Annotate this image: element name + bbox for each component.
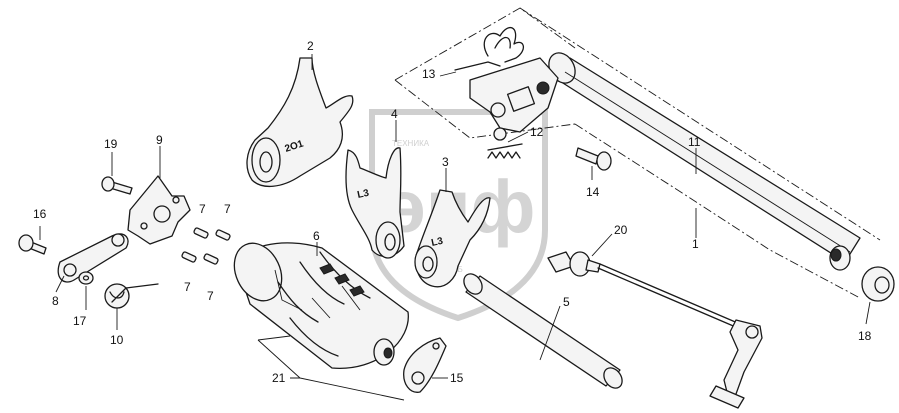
shift-fork-part-2: 2O1 bbox=[246, 57, 354, 187]
fork-shaft-part-5 bbox=[463, 273, 623, 389]
callout-7-b: 7 bbox=[224, 202, 231, 216]
callout-17: 17 bbox=[73, 314, 87, 328]
callout-1: 1 bbox=[692, 237, 699, 251]
callout-labels: 1 2 3 4 5 6 7 7 7 7 8 9 10 11 12 13 14 1… bbox=[33, 39, 872, 385]
callout-5: 5 bbox=[563, 295, 570, 309]
shift-fork-part-3: L3 bbox=[414, 189, 491, 288]
fork-4-stamp: L3 bbox=[356, 188, 370, 201]
pins-part-7 bbox=[181, 227, 231, 265]
callout-15: 15 bbox=[450, 371, 464, 385]
callout-14: 14 bbox=[586, 185, 600, 199]
shift-linkage-part-20 bbox=[547, 251, 763, 409]
shift-fork-part-4: L3 bbox=[345, 147, 405, 259]
shift-drum-part-6 bbox=[233, 242, 409, 369]
washer-part-18 bbox=[861, 266, 895, 302]
callout-18: 18 bbox=[858, 329, 872, 343]
callout-7-d: 7 bbox=[207, 289, 214, 303]
shift-shaft-frame-right bbox=[519, 7, 881, 241]
callout-8: 8 bbox=[52, 294, 59, 308]
plate-part-9 bbox=[127, 175, 191, 245]
shift-shaft-part-11 bbox=[548, 52, 861, 271]
callout-7-a: 7 bbox=[199, 202, 206, 216]
callout-4: 4 bbox=[391, 107, 398, 121]
callout-2: 2 bbox=[307, 39, 314, 53]
callout-10: 10 bbox=[110, 333, 124, 347]
washer-part-17 bbox=[78, 271, 94, 285]
watermark-top-text: ТЕХНИКА bbox=[392, 139, 430, 148]
fork-3-stamp: L3 bbox=[430, 236, 444, 249]
shift-arm-assembly-part-13 bbox=[454, 26, 559, 141]
callout-13: 13 bbox=[422, 67, 436, 81]
callout-12: 12 bbox=[530, 125, 544, 139]
callout-9: 9 bbox=[156, 133, 163, 147]
callout-7-c: 7 bbox=[184, 280, 191, 294]
leader-lines bbox=[39, 54, 871, 401]
callout-19: 19 bbox=[104, 137, 118, 151]
spring-part-10 bbox=[104, 283, 159, 309]
spring-part-12 bbox=[487, 143, 523, 159]
callout-16: 16 bbox=[33, 207, 47, 221]
bolt-part-19 bbox=[101, 176, 133, 195]
drum-stopper-part-15 bbox=[403, 337, 447, 393]
callout-21: 21 bbox=[272, 371, 286, 385]
callout-20: 20 bbox=[614, 223, 628, 237]
bolt-part-14 bbox=[575, 147, 612, 171]
callout-3: 3 bbox=[442, 155, 449, 169]
shift-shaft-group-frame bbox=[394, 7, 861, 299]
callout-11: 11 bbox=[688, 135, 701, 149]
stopper-arm-part-8 bbox=[57, 233, 129, 283]
callout-6: 6 bbox=[313, 229, 320, 243]
bolt-part-16 bbox=[18, 234, 47, 255]
